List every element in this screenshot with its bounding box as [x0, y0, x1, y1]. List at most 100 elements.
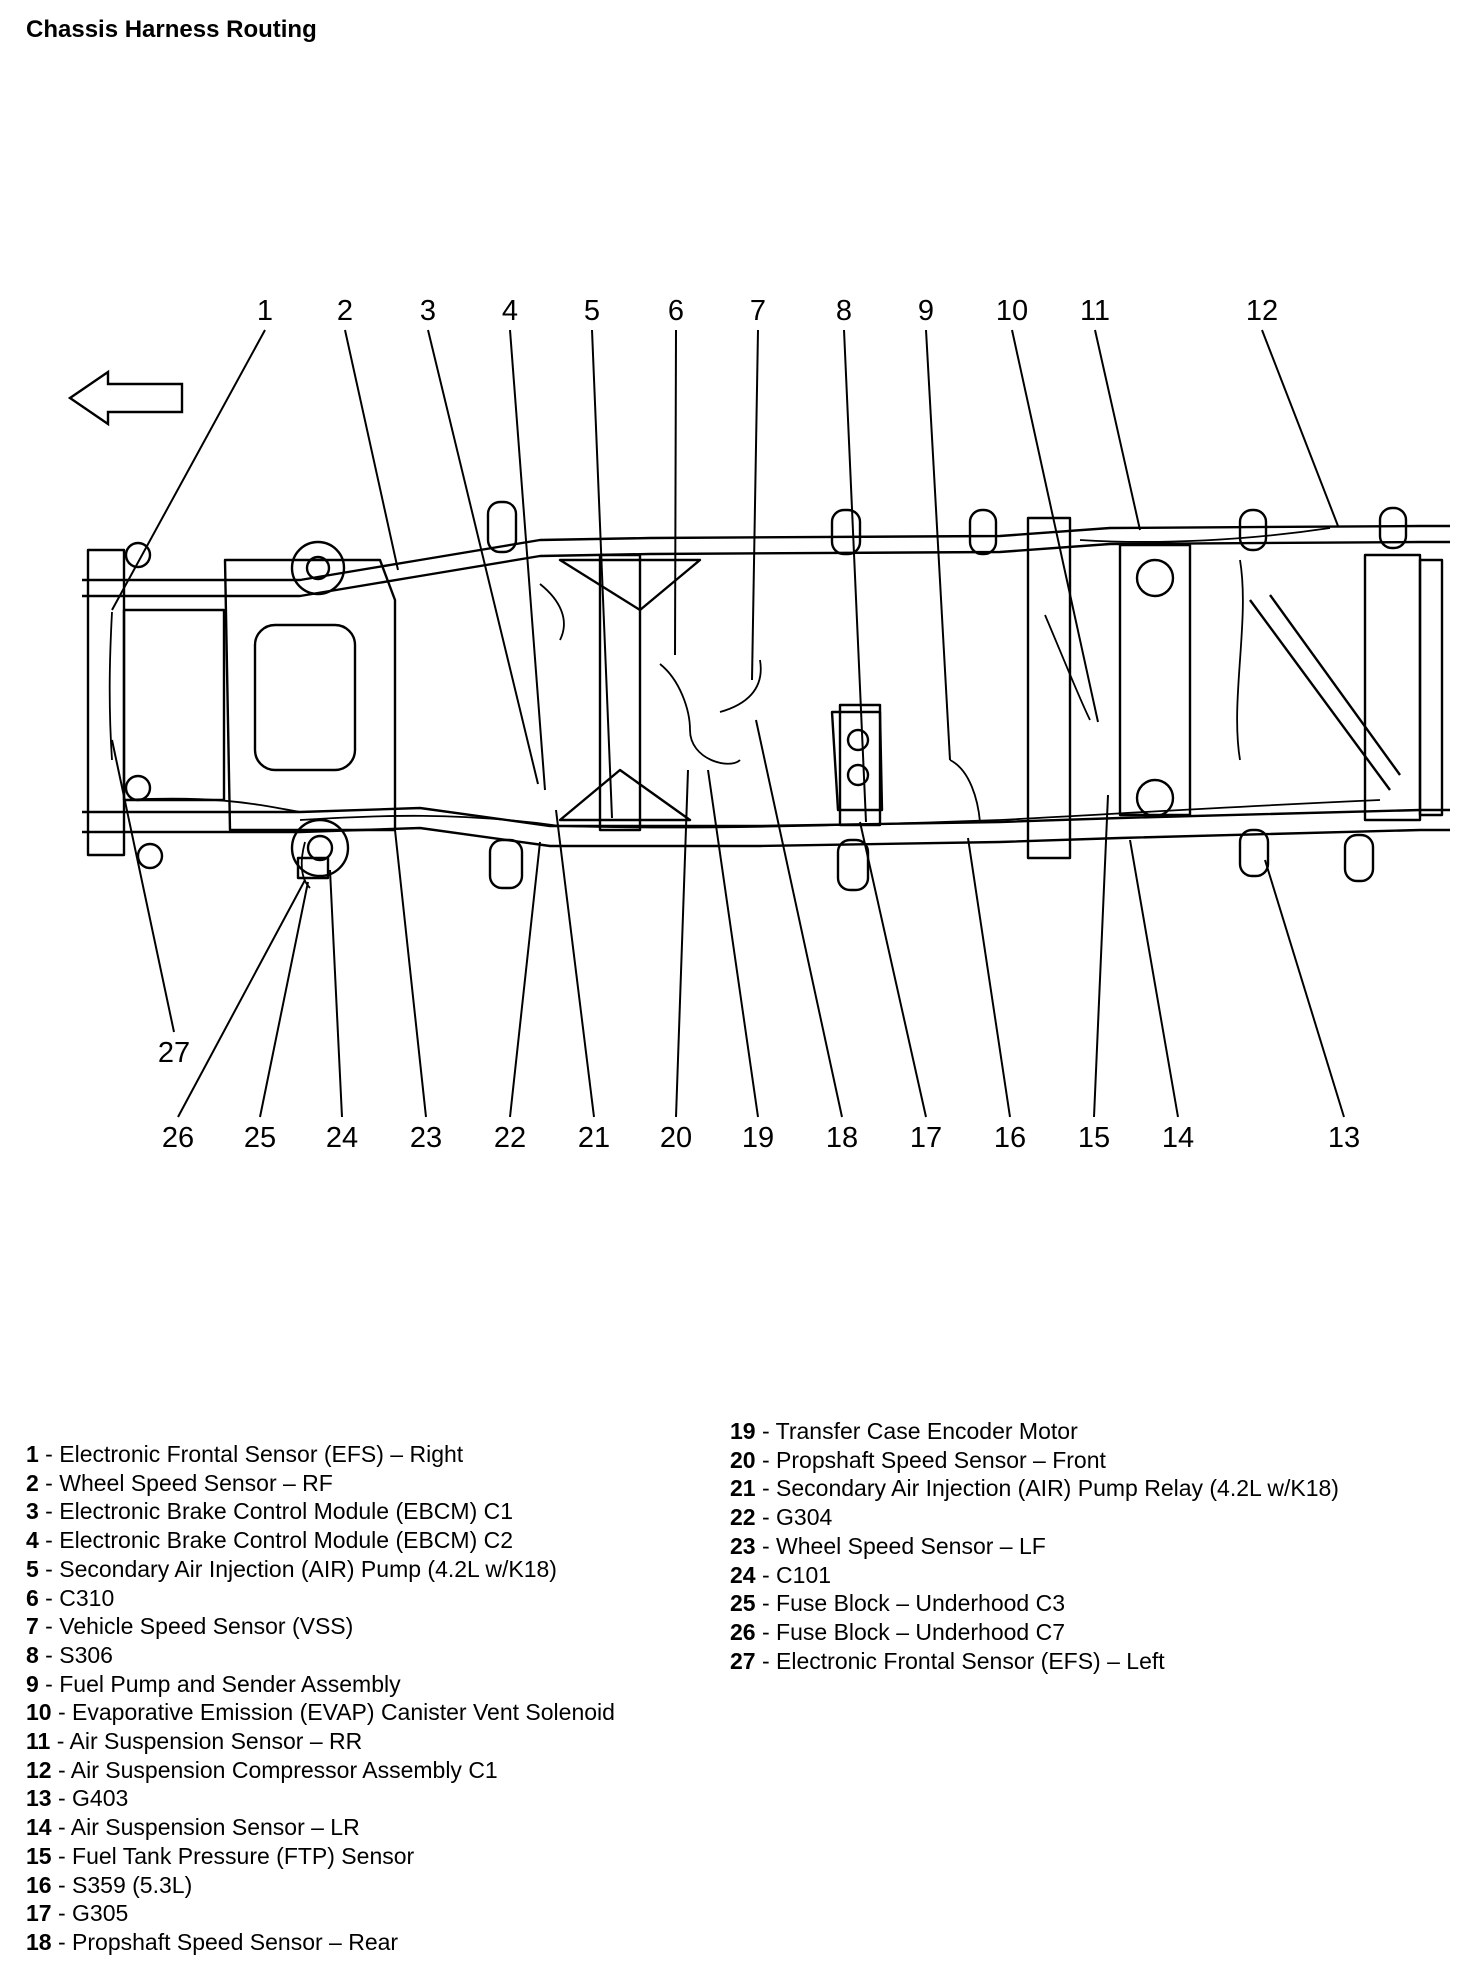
callout-leader-line — [555, 809, 595, 1118]
callout-label: 9 — [918, 295, 934, 327]
legend-separator: - — [51, 1928, 73, 1955]
callout-leader-line — [967, 837, 1011, 1118]
legend-text: Air Suspension Sensor – RR — [69, 1728, 363, 1755]
legend-item: 4 - Electronic Brake Control Module (EBC… — [26, 1526, 615, 1555]
legend-number: 17 — [26, 1900, 52, 1927]
legend-number: 16 — [26, 1871, 52, 1898]
callout-leader-line — [859, 821, 927, 1118]
body-mount — [486, 500, 518, 554]
shock-tower — [290, 818, 350, 878]
callout-label: 11 — [1080, 295, 1110, 327]
legend-separator: - — [38, 1613, 60, 1640]
legend-number: 2 — [26, 1469, 39, 1496]
legend-separator: - — [38, 1527, 60, 1554]
callout-label: 25 — [244, 1122, 276, 1154]
legend-number: 21 — [730, 1475, 756, 1502]
legend-item: 20 - Propshaft Speed Sensor – Front — [730, 1446, 1339, 1475]
legend-separator: - — [51, 1900, 73, 1927]
callout-label: 2 — [337, 295, 353, 327]
legend-number: 18 — [26, 1928, 52, 1955]
legend-item: 26 - Fuse Block – Underhood C7 — [730, 1618, 1339, 1647]
legend-item: 21 - Secondary Air Injection (AIR) Pump … — [730, 1474, 1339, 1503]
callout-leader-line — [843, 329, 867, 823]
legend-number: 20 — [730, 1446, 756, 1473]
legend-number: 9 — [26, 1670, 39, 1697]
legend-number: 25 — [730, 1590, 756, 1617]
legend-number: 1 — [26, 1441, 39, 1467]
body-mount — [1378, 506, 1408, 550]
frame-lower-rail — [82, 806, 1450, 828]
legend-separator: - — [755, 1418, 776, 1444]
callout-leader-line — [509, 329, 546, 791]
callout-leader-line — [591, 329, 613, 819]
legend-item: 23 - Wheel Speed Sensor – LF — [730, 1532, 1339, 1561]
legend-separator: - — [51, 1785, 73, 1812]
left-arrow-icon — [67, 369, 184, 427]
callout-label: 13 — [1328, 1122, 1360, 1154]
legend-number: 24 — [730, 1561, 756, 1588]
legend-separator: - — [755, 1561, 777, 1588]
rear-crossmember — [1118, 543, 1192, 817]
harness-branch — [719, 659, 762, 713]
legend-number: 15 — [26, 1842, 52, 1869]
body-mount — [124, 774, 152, 802]
legend-text: C310 — [59, 1584, 115, 1611]
crossmember-gusset — [558, 768, 692, 822]
crossmember-gusset — [558, 558, 702, 612]
legend-text: G403 — [72, 1785, 129, 1812]
legend-item: 3 - Electronic Brake Control Module (EBC… — [26, 1497, 615, 1526]
legend-left: 1 - Electronic Frontal Sensor (EFS) – Ri… — [26, 1440, 615, 1957]
legend-item: 7 - Vehicle Speed Sensor (VSS) — [26, 1612, 615, 1641]
legend-number: 27 — [730, 1647, 756, 1674]
legend-number: 19 — [730, 1418, 756, 1444]
callout-label: 10 — [996, 295, 1028, 327]
harness-branch — [108, 611, 113, 761]
legend-text: Electronic Frontal Sensor (EFS) – Right — [59, 1441, 464, 1467]
legend-number: 23 — [730, 1532, 756, 1559]
legend-item: 10 - Evaporative Emission (EVAP) Caniste… — [26, 1698, 615, 1727]
legend-item: 12 - Air Suspension Compressor Assembly … — [26, 1756, 615, 1785]
callout-leader-line — [1261, 329, 1339, 527]
legend-number: 26 — [730, 1618, 756, 1645]
legend-item: 2 - Wheel Speed Sensor – RF — [26, 1469, 615, 1498]
legend-separator: - — [38, 1498, 60, 1525]
rear-spring-mount — [1135, 778, 1175, 818]
legend-separator: - — [755, 1504, 777, 1531]
legend-number: 6 — [26, 1584, 39, 1611]
wiring-harness — [108, 527, 1381, 889]
legend-text: Secondary Air Injection (AIR) Pump (4.2L… — [59, 1555, 557, 1582]
callout-label: 17 — [910, 1122, 942, 1154]
callout-label: 7 — [750, 295, 766, 327]
callout-label: 3 — [420, 295, 436, 327]
fuel-tank-shield — [846, 763, 870, 787]
legend-item: 6 - C310 — [26, 1584, 615, 1613]
callout-leader-line — [1011, 329, 1099, 723]
fuse-block — [296, 856, 330, 880]
legend-number: 22 — [730, 1504, 756, 1531]
body-mount — [488, 838, 524, 890]
harness-branch — [1236, 559, 1244, 761]
callout-leader-line — [925, 329, 951, 761]
legend-separator: - — [755, 1475, 777, 1502]
legend-text: Evaporative Emission (EVAP) Canister Ven… — [72, 1699, 615, 1726]
harness-branch — [299, 799, 1381, 829]
legend-text: Secondary Air Injection (AIR) Pump Relay… — [776, 1475, 1339, 1502]
callout-label: 5 — [584, 295, 600, 327]
shock-tower — [305, 555, 331, 581]
shock-tower — [306, 834, 334, 862]
callout-leader-line — [111, 329, 266, 611]
legend-separator: - — [51, 1756, 71, 1783]
callout-label: 22 — [494, 1122, 526, 1154]
front-subframe-opening — [253, 623, 357, 772]
legend-separator: - — [51, 1871, 73, 1898]
callout-label: 15 — [1078, 1122, 1110, 1154]
legend-item: 11 - Air Suspension Sensor – RR — [26, 1727, 615, 1756]
legend-separator: - — [38, 1441, 60, 1467]
legend-text: Fuse Block – Underhood C7 — [776, 1618, 1065, 1645]
shock-tower — [290, 540, 346, 596]
frame-upper-rail — [82, 524, 1450, 582]
legend-separator: - — [38, 1584, 60, 1611]
